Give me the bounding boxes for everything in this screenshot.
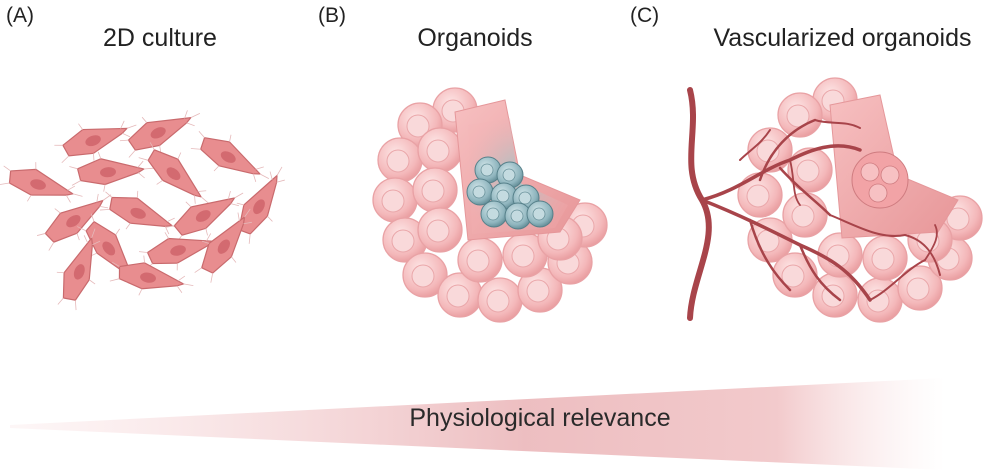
panel-b-letter: (B)	[318, 4, 346, 27]
vascularized-organoid	[687, 77, 983, 323]
organoid	[372, 87, 608, 323]
panel-c-title: Vascularized organoids	[713, 24, 972, 52]
2d-cell-cluster	[0, 93, 300, 315]
relevance-gradient-wedge	[10, 378, 945, 470]
panel-a-letter: (A)	[6, 4, 34, 27]
gradient-label: Physiological relevance	[409, 404, 671, 432]
panel-a-title: 2D culture	[103, 24, 217, 52]
panel-c-letter: (C)	[630, 4, 660, 27]
panel-b-title: Organoids	[417, 24, 533, 52]
